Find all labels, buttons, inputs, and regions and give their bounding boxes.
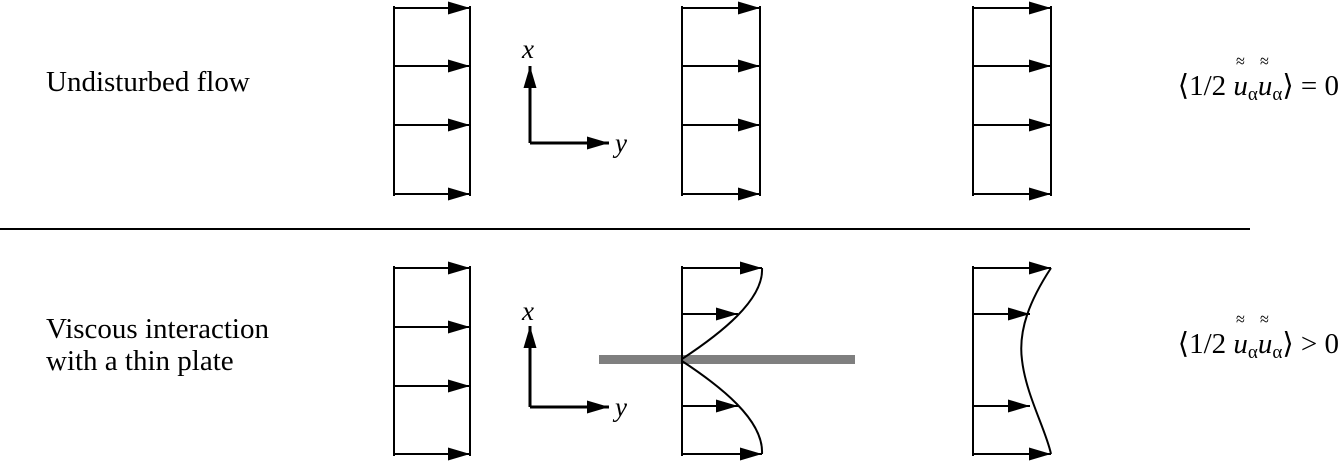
- equation-var: u: [1233, 328, 1248, 360]
- profile-bottom-left: [393, 261, 471, 461]
- y-axis-label: y: [612, 392, 627, 422]
- equation-sub: α: [1272, 342, 1283, 363]
- y-axis-label: y: [612, 128, 627, 158]
- row-label-viscous: Viscous interaction with a thin plate: [46, 313, 269, 378]
- equation-sub: α: [1272, 84, 1283, 105]
- equation-relation: = 0: [1300, 70, 1339, 102]
- row-label-undisturbed: Undisturbed flow: [46, 66, 250, 98]
- equation-var: u: [1257, 70, 1273, 102]
- equation-relation: > 0: [1300, 328, 1339, 360]
- velocity-envelope: [681, 360, 764, 455]
- equation-undisturbed: ⟨1/2 uαuα⟩ = 0: [1178, 68, 1339, 106]
- x-axis-label: x: [521, 34, 534, 64]
- axes-bottom: [523, 326, 609, 414]
- equation-var: u: [1257, 328, 1273, 360]
- profile-bottom-right: [972, 261, 1052, 461]
- equation-viscous: ⟨1/2 uαuα⟩ > 0: [1178, 326, 1339, 364]
- thin-plate: [599, 355, 855, 364]
- profile-top-left: [393, 1, 471, 201]
- equation-open: ⟨1/2: [1177, 328, 1234, 360]
- x-axis-label: x: [521, 296, 534, 326]
- velocity-envelope: [1020, 267, 1052, 455]
- row-label-line: Viscous interaction: [46, 313, 269, 345]
- profile-top-middle: [681, 1, 761, 201]
- equation-close: ⟩: [1282, 328, 1294, 360]
- row-label-line: Undisturbed flow: [46, 66, 250, 98]
- equation-var: u: [1233, 70, 1248, 102]
- row-label-line: with a thin plate: [46, 345, 234, 378]
- equation-open: ⟨1/2: [1177, 70, 1234, 102]
- axes-top: [523, 66, 609, 150]
- equation-sub: α: [1247, 342, 1258, 363]
- equation-close: ⟩: [1282, 70, 1294, 102]
- profile-bottom-middle: [681, 261, 764, 461]
- equation-sub: α: [1247, 84, 1258, 105]
- profile-top-right: [972, 1, 1052, 201]
